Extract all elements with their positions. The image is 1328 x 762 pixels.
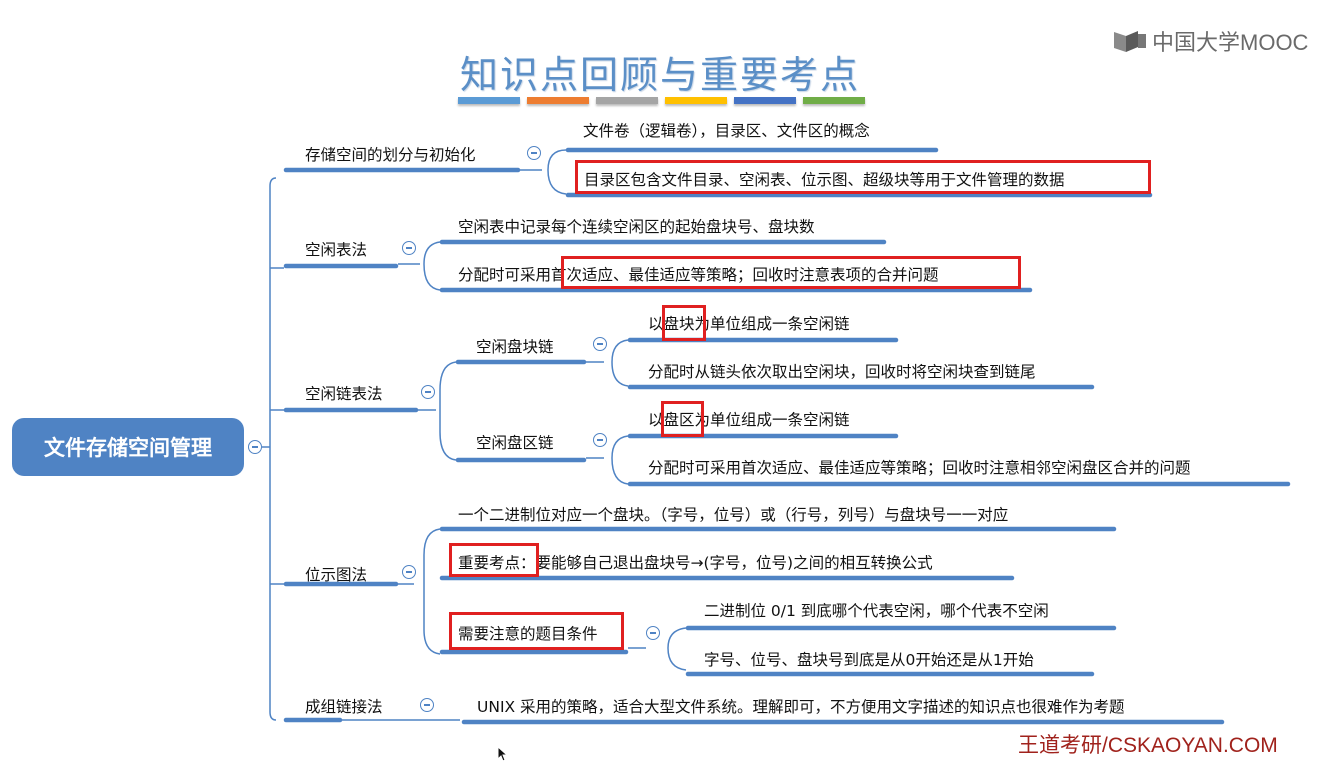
node-free-table-alloc[interactable]: 分配时可采用首次适应、最佳适应等策略；回收时注意表项的合并问题	[458, 266, 939, 284]
title-bar-2	[527, 97, 589, 104]
node-bitmap-mapping[interactable]: 一个二进制位对应一个盘块。（字号，位号）或（行号，列号）与盘块号一一对应	[458, 506, 1009, 524]
highlight-box-exam-conditions	[449, 612, 624, 650]
branch-grouped-linking[interactable]: 成组链接法	[305, 698, 383, 716]
node-bitmap-key-point[interactable]: 重要考点：要能够自己退出盘块号→(字号，位号)之间的相互转换公式	[458, 554, 933, 572]
title-bar-1	[458, 97, 520, 104]
highlight-box-extent	[661, 401, 704, 437]
collapse-toggle-grouped-linking[interactable]	[420, 698, 434, 712]
root-node[interactable]: 文件存储空间管理	[12, 418, 244, 476]
collapse-toggle-free-list[interactable]	[421, 385, 435, 399]
title-bar-6	[803, 97, 865, 104]
node-free-table-record[interactable]: 空闲表中记录每个连续空闲区的起始盘块号、盘块数	[458, 218, 815, 236]
collapse-toggle-storage-partition[interactable]	[527, 146, 541, 160]
branch-free-list[interactable]: 空闲链表法	[305, 385, 383, 403]
node-block-unit-chain[interactable]: 以盘块为单位组成一条空闲链	[648, 315, 850, 333]
book-logo-icon	[1114, 31, 1146, 52]
collapse-toggle-free-table[interactable]	[402, 241, 416, 255]
highlight-box-free-table-alloc	[561, 256, 1021, 289]
title-bar-5	[734, 97, 796, 104]
subbranch-free-block-chain[interactable]: 空闲盘块链	[476, 338, 554, 356]
title-bar-3	[596, 97, 658, 104]
collapse-toggle-root[interactable]	[248, 440, 262, 454]
branch-storage-partition[interactable]: 存储空间的划分与初始化	[305, 146, 476, 164]
highlight-box-directory-area	[575, 160, 1151, 194]
collapse-toggle-exam-conditions[interactable]	[646, 626, 660, 640]
page-title: 知识点回顾与重要考点	[459, 53, 860, 97]
node-extent-unit-chain[interactable]: 以盘区为单位组成一条空闲链	[648, 411, 850, 429]
node-bit-meaning[interactable]: 二进制位 0/1 到底哪个代表空闲，哪个代表不空闲	[704, 602, 1049, 620]
title-bar-4	[665, 97, 727, 104]
mooc-logo: 中国大学MOOC	[1112, 26, 1308, 56]
highlight-box-key-point	[449, 543, 539, 577]
highlight-box-block	[662, 305, 706, 341]
mouse-cursor-icon	[497, 746, 509, 762]
subbranch-exam-conditions[interactable]: 需要注意的题目条件	[458, 625, 598, 643]
collapse-toggle-bitmap[interactable]	[402, 565, 416, 579]
node-block-chain-alloc[interactable]: 分配时从链头依次取出空闲块，回收时将空闲块查到链尾	[648, 363, 1036, 381]
collapse-toggle-free-extent-chain[interactable]	[593, 433, 607, 447]
node-directory-area[interactable]: 目录区包含文件目录、空闲表、位示图、超级块等用于文件管理的数据	[584, 171, 1065, 189]
node-unix-strategy[interactable]: UNIX 采用的策略，适合大型文件系统。理解即可，不方便用文字描述的知识点也很难…	[477, 698, 1125, 716]
branch-bitmap[interactable]: 位示图法	[305, 566, 368, 584]
branch-free-table[interactable]: 空闲表法	[305, 241, 368, 259]
logo-text: 中国大学MOOC	[1152, 30, 1309, 55]
subbranch-free-extent-chain[interactable]: 空闲盘区链	[476, 434, 554, 452]
node-extent-chain-alloc[interactable]: 分配时可采用首次适应、最佳适应等策略；回收时注意相邻空闲盘区合并的问题	[648, 459, 1191, 477]
node-index-base[interactable]: 字号、位号、盘块号到底是从0开始还是从1开始	[704, 651, 1034, 669]
collapse-toggle-free-block-chain[interactable]	[593, 337, 607, 351]
node-file-volume[interactable]: 文件卷（逻辑卷），目录区、文件区的概念	[583, 122, 870, 140]
watermark: 王道考研/CSKAOYAN.COM	[1018, 734, 1278, 757]
